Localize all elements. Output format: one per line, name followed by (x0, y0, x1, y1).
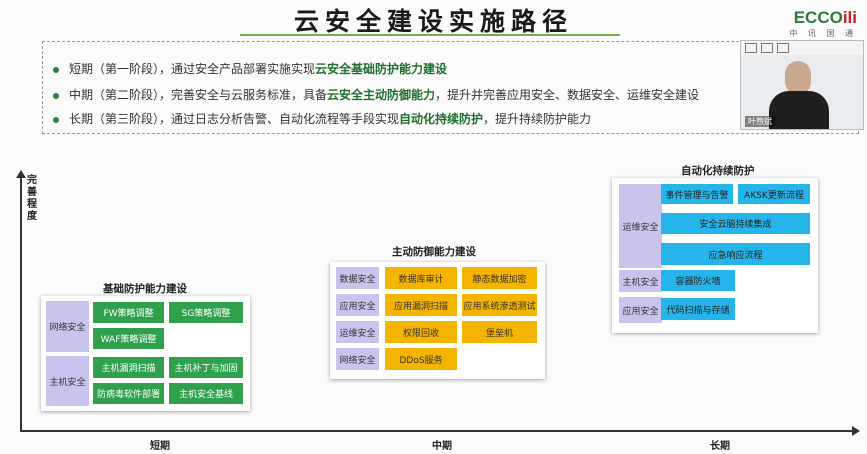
item-fw-policy: FW策略调整 (93, 302, 164, 323)
bullet-short-term: 短期（第一阶段），通过安全产品部署实施实现云安全基础防护能力建设 (53, 60, 447, 77)
bullet-text: ，提升持续防护能力 (483, 112, 592, 126)
window-icon[interactable] (761, 43, 773, 53)
item-antivirus: 防病毒软件部署 (93, 383, 164, 404)
item-host-vuln-scan: 主机漏洞扫描 (93, 357, 164, 378)
active-defense-panel: 数据安全 数据库审计 静态数据加密 应用安全 应用漏洞扫描 应用系统渗透测试 运… (330, 262, 545, 379)
active-panel-title: 主动防御能力建设 (392, 246, 476, 258)
category-network-security: 网络安全 (46, 301, 89, 352)
category-host-security: 主机安全 (46, 356, 89, 406)
summary-box: 短期（第一阶段），通过安全产品部署实施实现云安全基础防护能力建设 中期（第二阶段… (42, 41, 859, 134)
x-label-mid: 中期 (432, 441, 452, 452)
minimize-icon[interactable] (745, 43, 757, 53)
item-static-encryption: 静态数据加密 (462, 267, 537, 289)
auto-protection-panel: 运维安全 事件管理与告警 AKSK更新流程 安全云脑持续集成 应急响应流程 主机… (612, 178, 818, 333)
title-underline (240, 34, 620, 36)
item-sg-policy: SG策略调整 (169, 302, 243, 323)
item-host-baseline: 主机安全基线 (169, 383, 243, 404)
bullet-dot-icon (53, 116, 59, 123)
x-axis (20, 430, 856, 432)
category-network-security: 网络安全 (336, 348, 379, 370)
category-ops-security: 运维安全 (619, 184, 662, 268)
item-event-alert: 事件管理与告警 (661, 184, 733, 204)
logo-mark: ili (842, 8, 857, 27)
bullet-mid-term: 中期（第二阶段），完善安全与云服务标准，具备云安全主动防御能力，提升并完善应用安… (53, 86, 699, 103)
item-aksk-update: AKSK更新流程 (738, 184, 810, 204)
y-axis-arrow-icon (16, 170, 26, 178)
bullet-text: ，提升并完善应用安全、数据安全、运维安全建设 (435, 88, 700, 102)
item-container-firewall: 容器防火墙 (661, 270, 735, 291)
presenter-name: 叶煦斌 (745, 116, 775, 127)
item-permission-revoke: 权限回收 (385, 321, 457, 343)
item-cloud-brain-ci: 安全云脑持续集成 (661, 213, 810, 234)
presenter-head (785, 61, 811, 95)
video-toolbar (741, 41, 863, 55)
basic-defense-panel: 网络安全 FW策略调整 SG策略调整 WAF策略调整 主机安全 主机漏洞扫描 主… (41, 296, 250, 411)
category-data-security: 数据安全 (336, 267, 379, 289)
item-ddos-service: DDoS服务 (385, 348, 457, 370)
item-waf-policy: WAF策略调整 (93, 328, 164, 349)
logo-subtitle: 中 讯 国 通 (789, 29, 857, 38)
category-app-security: 应用安全 (619, 297, 662, 323)
x-label-short: 短期 (150, 441, 170, 452)
video-thumbnail[interactable]: 叶煦斌 (740, 40, 864, 130)
bullet-dot-icon (53, 92, 59, 99)
item-code-scan: 代码扫描与存储 (661, 298, 735, 320)
item-host-patch: 主机补丁与加固 (169, 357, 243, 378)
bullet-highlight: 自动化持续防护 (399, 112, 484, 126)
category-host-security: 主机安全 (619, 270, 662, 292)
basic-panel-title: 基础防护能力建设 (103, 283, 187, 295)
item-bastion-host: 堡垒机 (462, 321, 537, 343)
x-label-long: 长期 (710, 441, 730, 452)
bullet-highlight: 云安全主动防御能力 (327, 88, 436, 102)
item-incident-response: 应急响应流程 (661, 243, 810, 265)
bullet-highlight: 云安全基础防护能力建设 (315, 62, 448, 76)
logo-text: ECCO (793, 8, 843, 27)
page-title: 云安全建设实施路径 (293, 7, 573, 36)
x-axis-arrow-icon (852, 426, 860, 436)
y-axis-label: 完善程度 (27, 175, 37, 222)
bullet-long-term: 长期（第三阶段），通过日志分析告警、自动化流程等手段实现自动化持续防护，提升持续… (53, 110, 591, 127)
bullet-text: 短期（第一阶段），通过安全产品部署实施实现 (69, 62, 316, 76)
bullet-text: 长期（第三阶段），通过日志分析告警、自动化流程等手段实现 (69, 112, 400, 126)
category-app-security: 应用安全 (336, 294, 379, 316)
bullet-text: 中期（第二阶段），完善安全与云服务标准，具备 (69, 88, 328, 102)
bullet-dot-icon (53, 66, 59, 73)
category-ops-security: 运维安全 (336, 321, 379, 343)
expand-icon[interactable] (777, 43, 789, 53)
company-logo: ECCOili 中 讯 国 通 (789, 8, 857, 39)
y-axis (20, 175, 22, 431)
item-pentest: 应用系统渗透测试 (462, 294, 537, 316)
item-db-audit: 数据库审计 (385, 267, 457, 289)
auto-panel-title: 自动化持续防护 (681, 165, 755, 177)
presenter-body (769, 91, 829, 129)
item-app-vuln-scan: 应用漏洞扫描 (385, 294, 457, 316)
